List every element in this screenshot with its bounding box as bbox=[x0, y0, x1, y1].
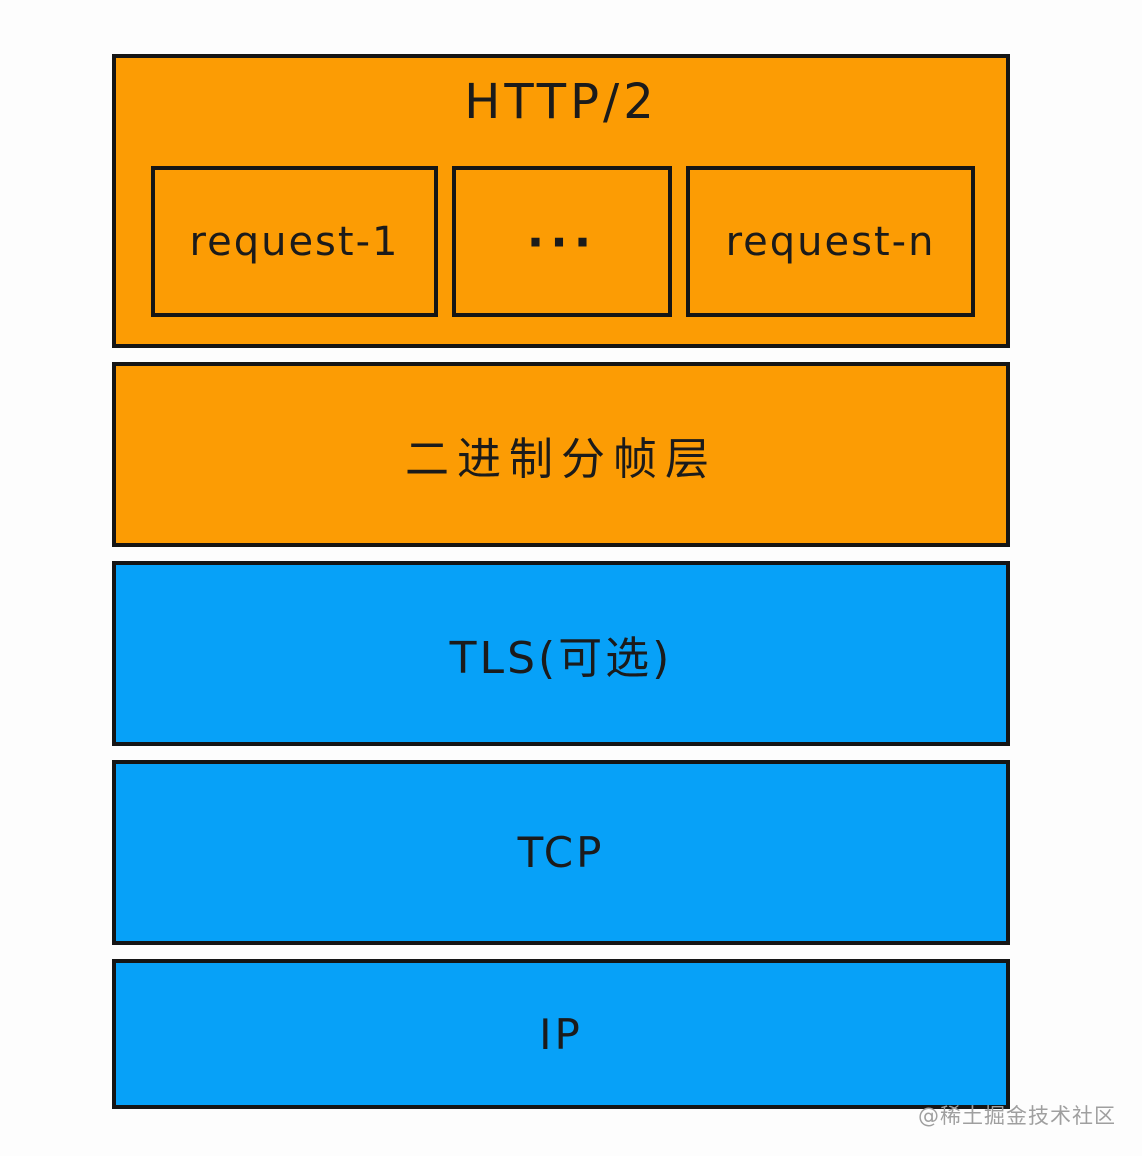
http2-layer-box: HTTP/2 request-1 ··· request-n bbox=[112, 54, 1010, 348]
tcp-layer-label: TCP bbox=[517, 828, 605, 877]
juejin-watermark: @稀土掘金技术社区 bbox=[918, 1104, 1116, 1128]
request-n-box: request-n bbox=[686, 166, 975, 317]
tls-layer-box: TLS(可选) bbox=[112, 561, 1010, 746]
binary-framing-layer-box: 二进制分帧层 bbox=[112, 362, 1010, 547]
ip-layer-box: IP bbox=[112, 959, 1010, 1109]
ip-layer-label: IP bbox=[539, 1009, 583, 1059]
http2-layer-label: HTTP/2 bbox=[464, 74, 658, 130]
request-ellipsis-box: ··· bbox=[452, 166, 672, 317]
tls-layer-label: TLS(可选) bbox=[449, 632, 673, 684]
request-1-box: request-1 bbox=[151, 166, 438, 317]
tcp-layer-box: TCP bbox=[112, 760, 1010, 945]
binary-framing-layer-label: 二进制分帧层 bbox=[405, 433, 717, 485]
